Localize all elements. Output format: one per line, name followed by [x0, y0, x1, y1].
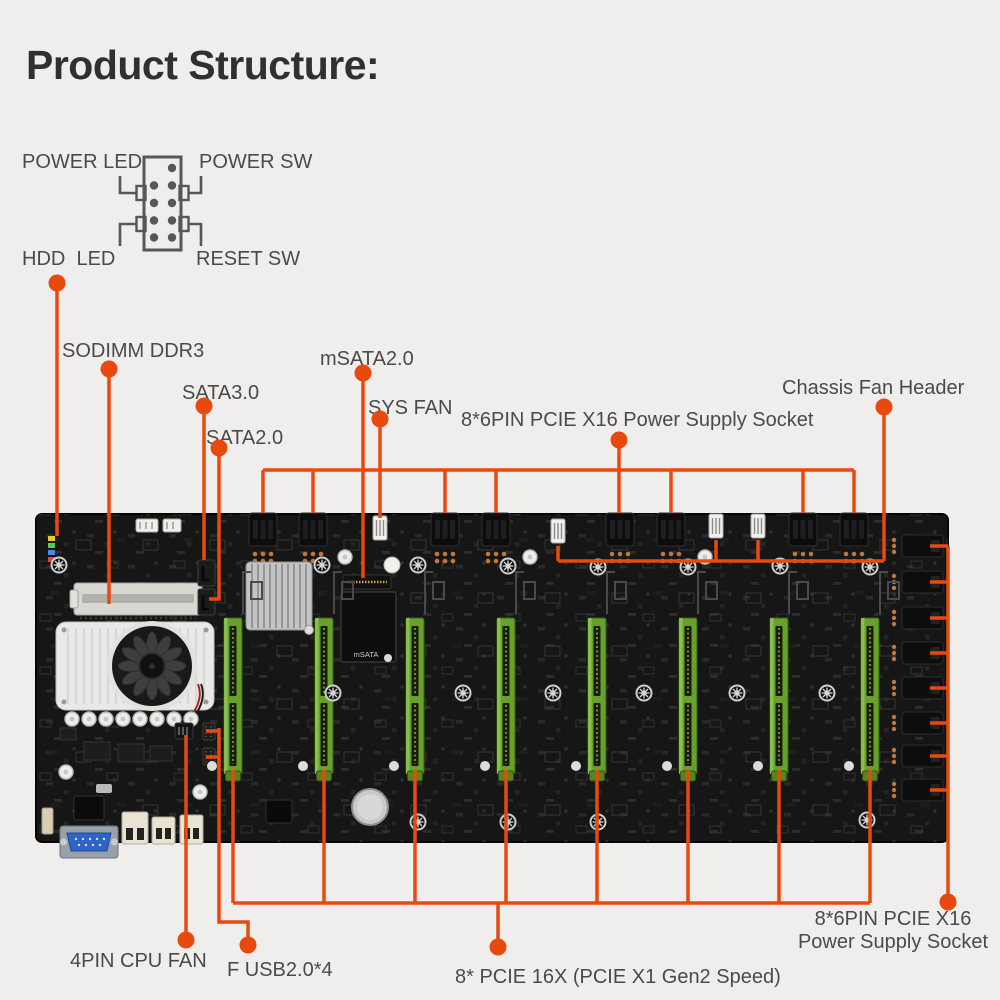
sodimm-label: SODIMM DDR3	[62, 340, 205, 362]
buzzer	[383, 556, 401, 574]
msata-silkscreen: mSATA	[354, 650, 379, 659]
reset-sw-label: RESET SW	[196, 248, 301, 270]
msata-label: mSATA2.0	[320, 348, 414, 370]
cpu-fan-connector	[174, 722, 194, 740]
cmos-battery	[351, 788, 389, 826]
motherboard: mSATA	[35, 512, 949, 859]
sys-fan-header	[372, 515, 388, 541]
front-panel-pin-diagram	[118, 155, 203, 252]
callout-lines	[55, 283, 950, 947]
vga-port	[59, 825, 119, 859]
hdd-led-label: HDD LED	[22, 248, 116, 270]
page-title: Product Structure:	[26, 42, 380, 88]
sodimm-slot	[69, 582, 207, 620]
psu-top-lines	[261, 440, 856, 513]
msata-connector: mSATA	[340, 574, 397, 663]
sata2-line	[209, 448, 221, 601]
front-panel-headers	[135, 518, 182, 533]
misc-components	[58, 727, 293, 824]
sys-fan-label: SYS FAN	[368, 397, 453, 419]
psu-right-label-line2: Power Supply Socket	[797, 931, 989, 953]
pin-header-pins	[149, 163, 177, 242]
sata-ports	[197, 559, 216, 616]
callout-dots	[48, 274, 957, 956]
chassis-fan-label: Chassis Fan Header	[782, 377, 965, 399]
pin-header-tabs	[135, 184, 190, 233]
psu-right-label-line1: 8*6PIN PCIE X16	[814, 908, 972, 930]
status-leds	[48, 536, 55, 562]
pin-header-outline	[142, 155, 183, 252]
cpu-fan-label: 4PIN CPU FAN	[70, 950, 207, 972]
power-led-label: POWER LED	[22, 151, 143, 173]
psu-right-label: 8*6PIN PCIE X16 Power Supply Socket	[783, 908, 1000, 954]
cpu-cooler	[55, 621, 215, 724]
pcie-lines	[231, 770, 872, 947]
power-sw-label: POWER SW	[199, 151, 313, 173]
front-usb-lines	[206, 728, 250, 945]
psu-top-label: 8*6PIN PCIE X16 Power Supply Socket	[461, 409, 814, 431]
front-usb-label: F USB2.0*4	[227, 959, 333, 981]
chassis-fan-lines	[556, 407, 886, 563]
psu-right-lines	[930, 544, 950, 902]
usb-ports	[121, 811, 204, 845]
pcie-slots-label: 8* PCIE 16X (PCIE X1 Gen2 Speed)	[455, 966, 781, 988]
